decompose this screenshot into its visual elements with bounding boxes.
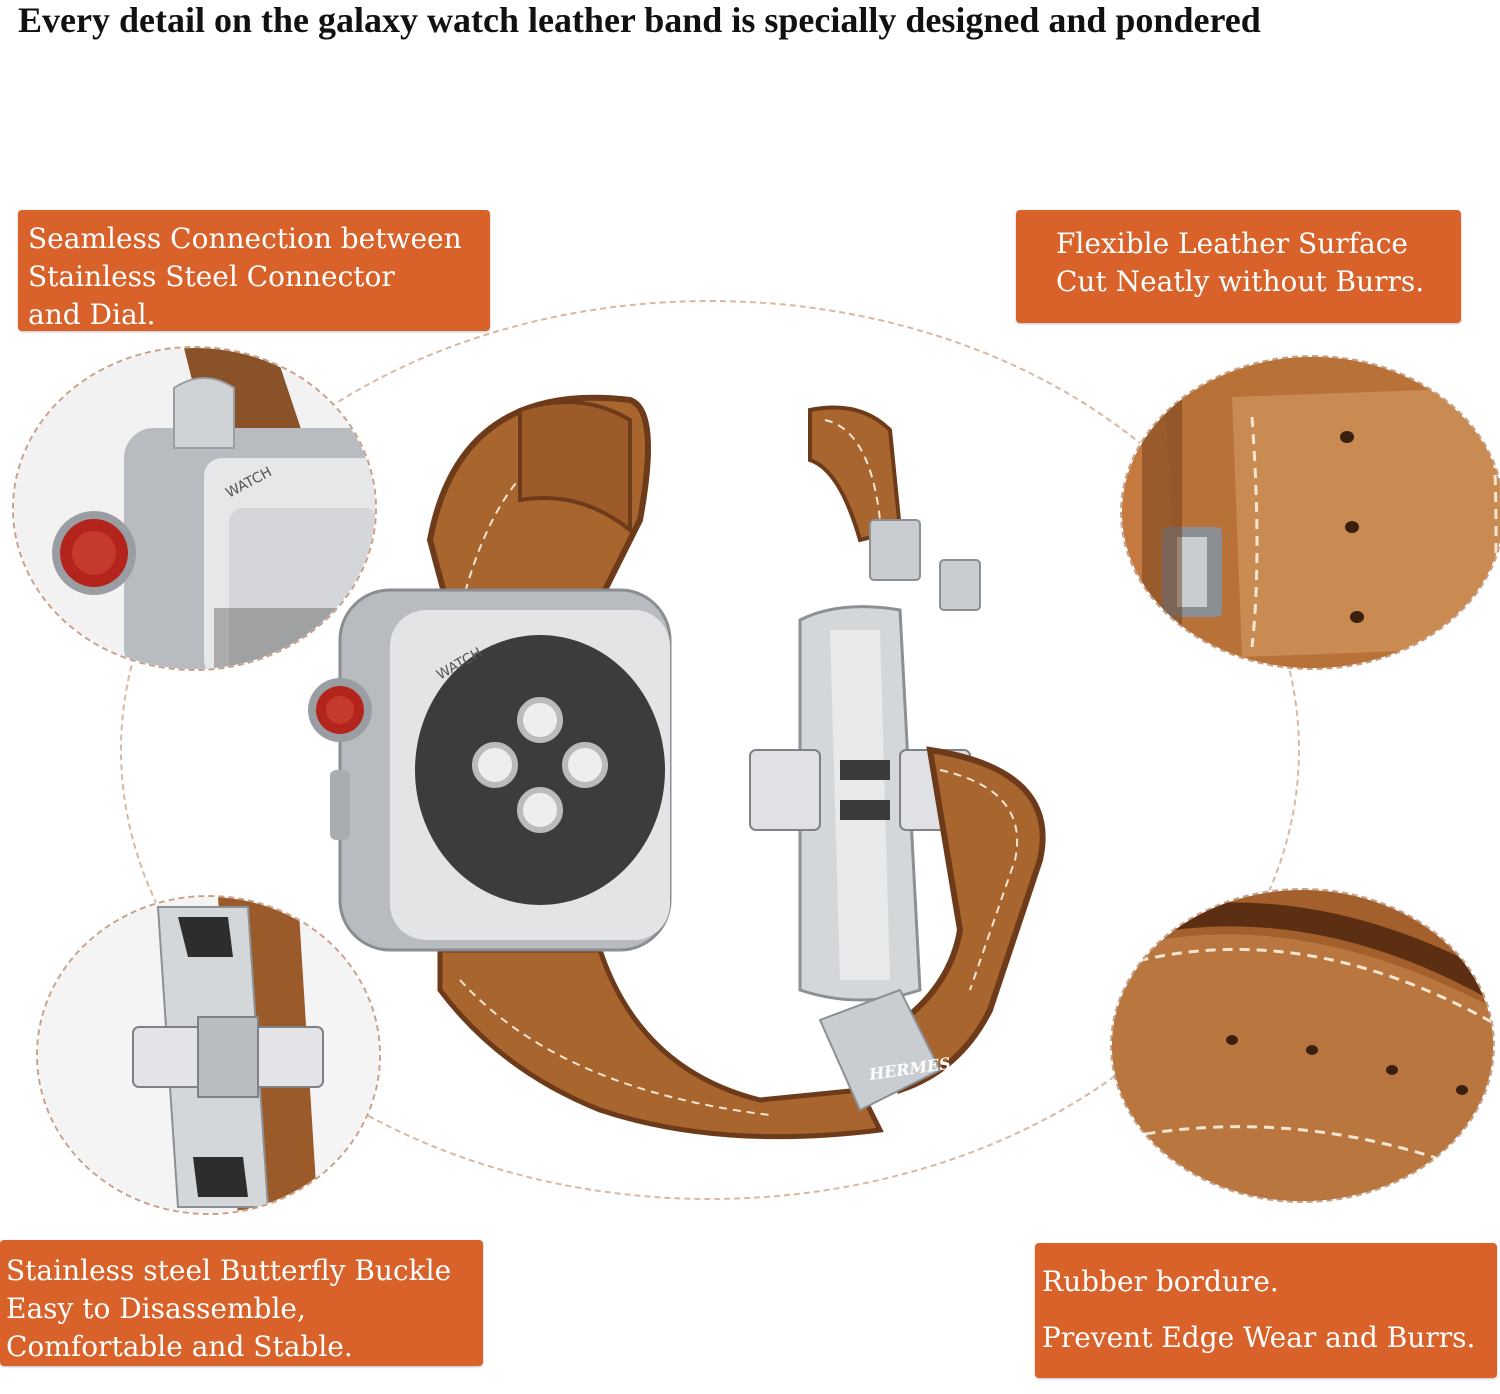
headline: Every detail on the galaxy watch leather… (18, 0, 1261, 40)
callout-line: Comfortable and Stable. (6, 1330, 353, 1363)
detail-leather-surface-image (1120, 355, 1500, 670)
detail-butterfly-buckle-image (36, 895, 381, 1215)
callout-line: Prevent Edge Wear and Burrs. (1042, 1321, 1476, 1354)
callout-seamless-connection: Seamless Connection between Stainless St… (18, 210, 490, 331)
callout-line: Rubber bordure. (1042, 1265, 1279, 1298)
callout-butterfly-buckle: Stainless steel Butterfly Buckle Easy to… (0, 1240, 483, 1366)
callout-line: Flexible Leather Surface (1056, 227, 1408, 260)
callout-line: Stainless steel Butterfly Buckle (6, 1254, 452, 1287)
callout-line: and Dial. (28, 298, 156, 331)
dashed-connector-ring (120, 300, 1300, 1200)
detail-rubber-edge-image (1110, 888, 1495, 1203)
callout-flexible-leather: Flexible Leather Surface Cut Neatly with… (1016, 210, 1461, 323)
callout-line: Easy to Disassemble, (6, 1292, 306, 1325)
callout-line: Cut Neatly without Burrs. (1056, 265, 1425, 298)
watch-band-product-image: HERMES WATCH (300, 390, 1060, 1150)
callout-line: Seamless Connection between (28, 222, 462, 255)
callout-rubber-bordure: Rubber bordure. Prevent Edge Wear and Bu… (1035, 1243, 1497, 1378)
callout-line: Stainless Steel Connector (28, 260, 395, 293)
